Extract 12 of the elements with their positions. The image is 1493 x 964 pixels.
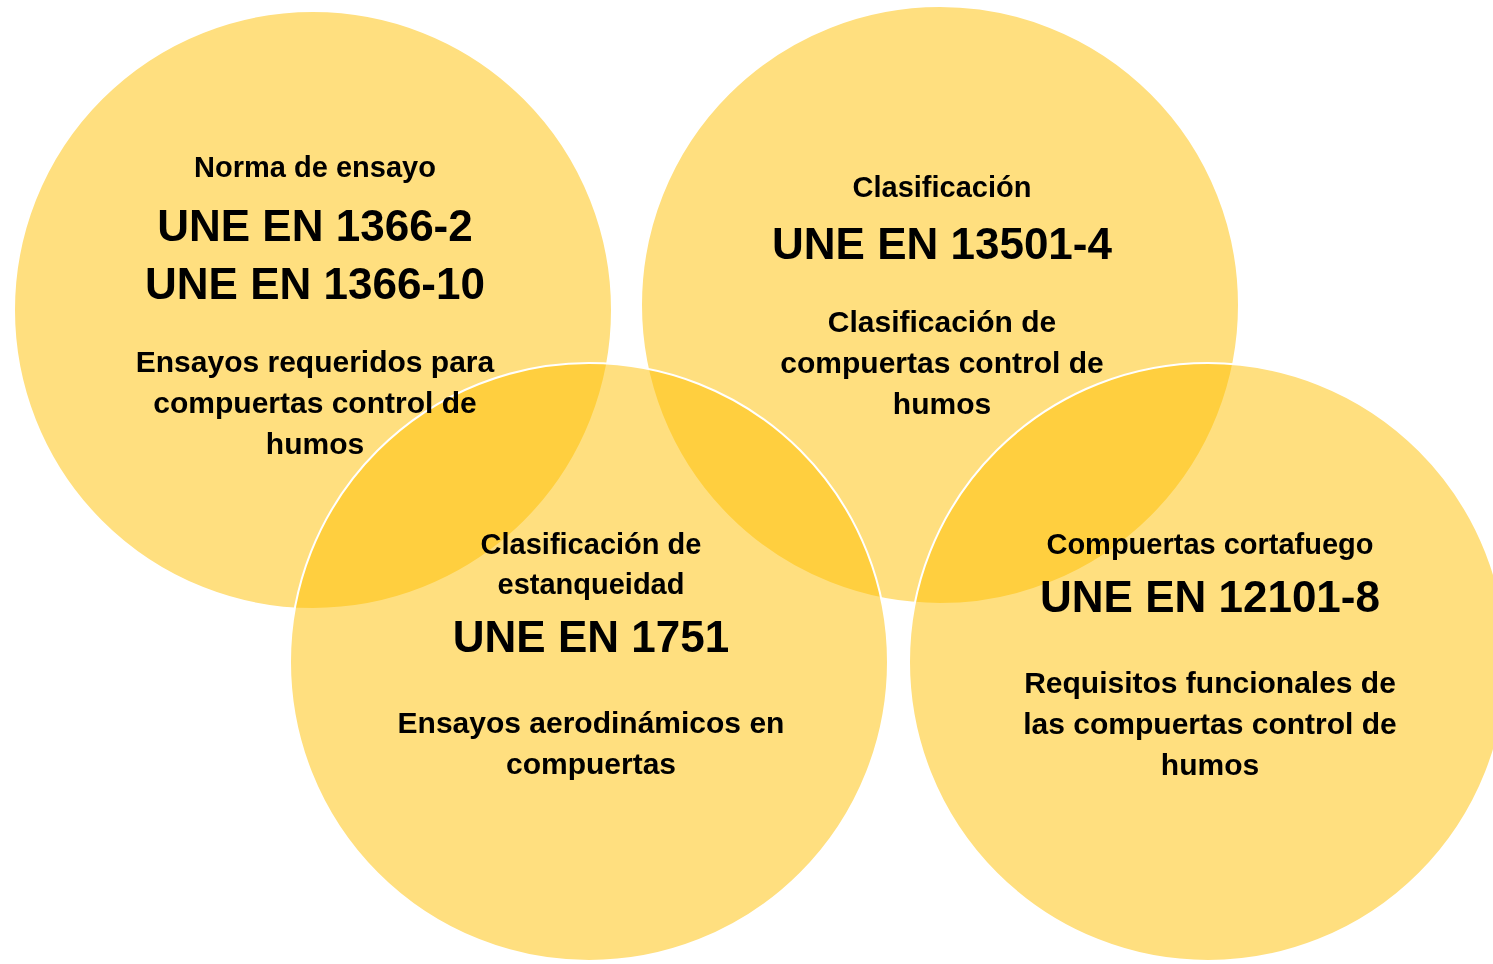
- heading-text: Norma de ensayo: [193, 150, 437, 185]
- heading-text: Clasificación: [851, 170, 1033, 205]
- heading-text: Compuertas cortafuego: [1045, 527, 1375, 562]
- description-text: Requisitos funcionales de las compuertas control de humos: [1022, 665, 1398, 783]
- standard-code: UNE EN 1751: [451, 611, 731, 663]
- standard-code: UNE EN 13501-4: [771, 218, 1113, 270]
- description-text: Clasificación de compuertas control de humos: [779, 304, 1105, 422]
- description-text: Ensayos requeridos para compuertas control de humos: [134, 344, 496, 462]
- description-text: Ensayos aerodinámicos en compuertas: [396, 705, 786, 782]
- heading-text: Clasificación de estanqueidad: [479, 527, 703, 602]
- standard-code: UNE EN 12101-8: [1039, 571, 1381, 623]
- standard-code: UNE EN 1366-2 UNE EN 1366-10: [144, 200, 486, 310]
